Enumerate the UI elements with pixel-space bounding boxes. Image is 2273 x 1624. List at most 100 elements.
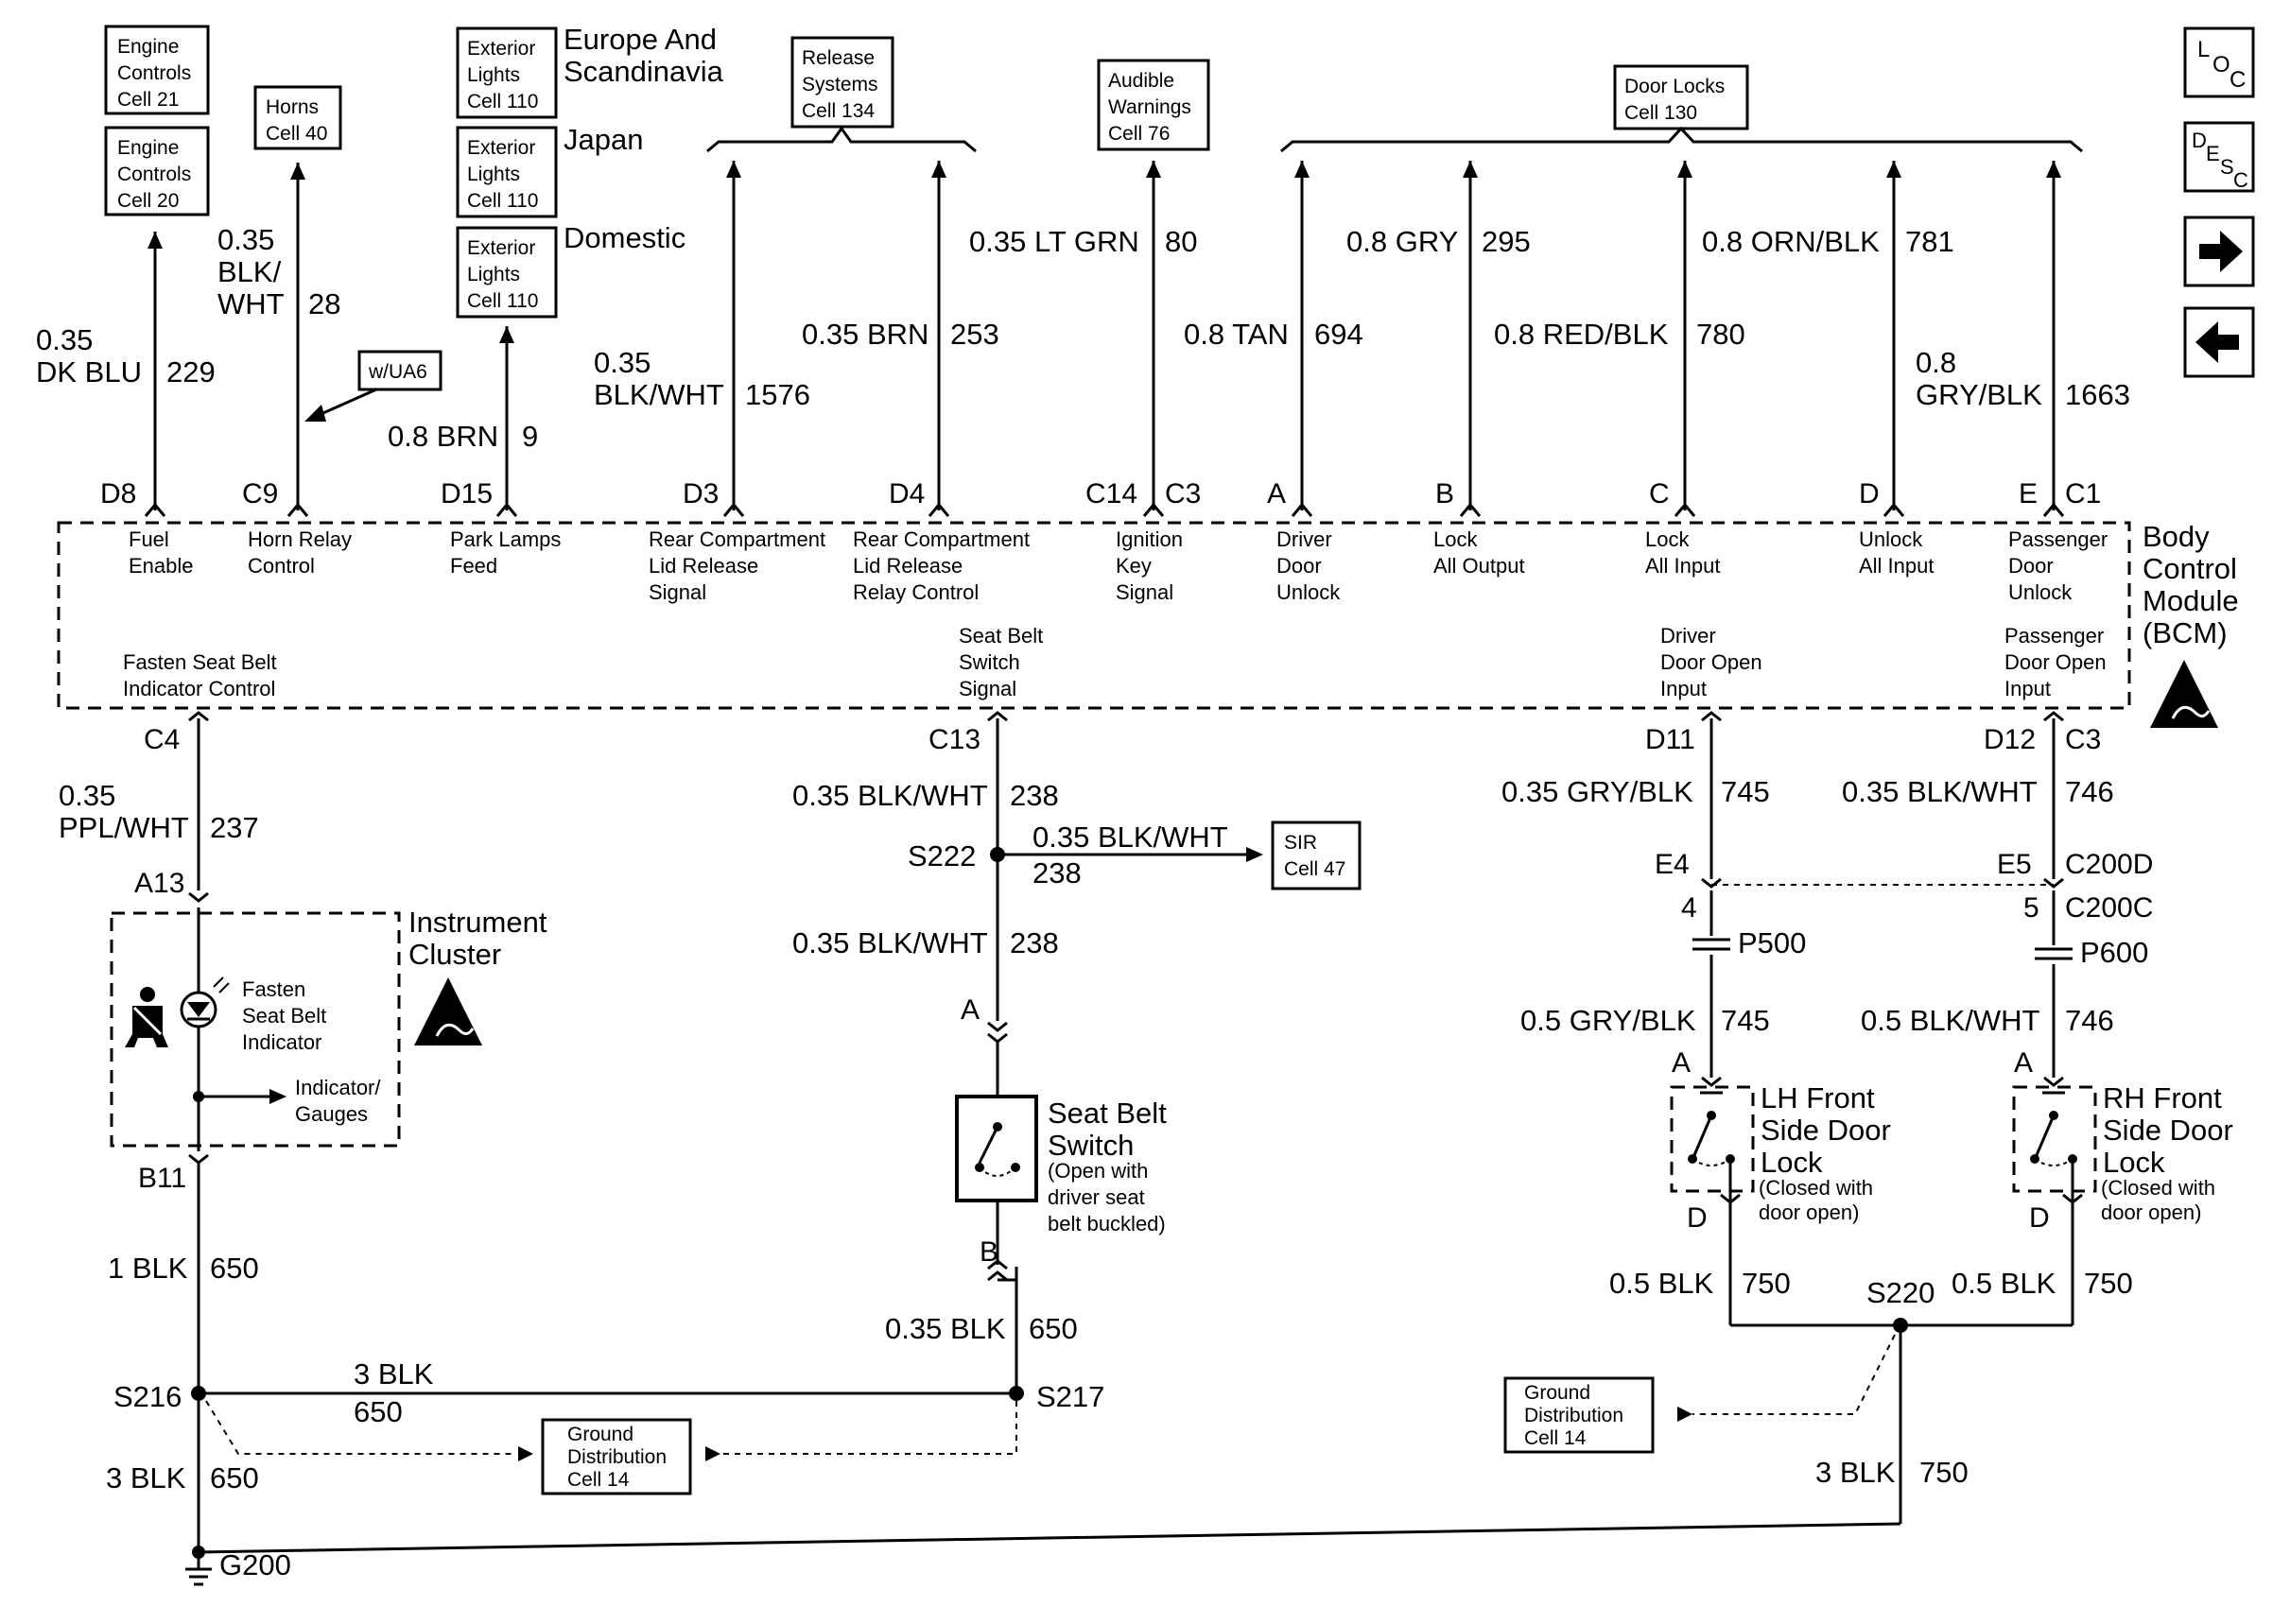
wire-750b-label: 0.5 BLK bbox=[1952, 1267, 2056, 1300]
wire-745b-circuit: 745 bbox=[1721, 1004, 1770, 1037]
horns-cell40-box[interactable]: Horns Cell 40 bbox=[253, 85, 342, 150]
wire-694-label: 0.8 TAN bbox=[1184, 318, 1289, 351]
wire-238a-circuit: 238 bbox=[1010, 779, 1059, 812]
ground-distribution-cell14-left[interactable]: Ground Distribution Cell 14 bbox=[541, 1418, 692, 1495]
svg-text:Unlock: Unlock bbox=[1276, 580, 1341, 604]
svg-text:Cell 40: Cell 40 bbox=[266, 123, 327, 145]
wire-229-size: 0.35 bbox=[36, 323, 93, 356]
door-locks-box[interactable]: Door Locks Cell 130 bbox=[1613, 64, 1749, 130]
svg-text:Key: Key bbox=[1116, 554, 1152, 578]
sir-cell47-box[interactable]: SIR Cell 47 bbox=[1271, 821, 1362, 890]
ground-symbol-icon bbox=[185, 1546, 212, 1586]
ground-distribution-cell14-right[interactable]: Ground Distribution Cell 14 bbox=[1503, 1376, 1655, 1454]
driver-unlock-label: Driver bbox=[1276, 527, 1332, 551]
splice-s220-label: S220 bbox=[1866, 1276, 1935, 1309]
arrow-right-icon bbox=[2199, 231, 2243, 272]
svg-text:S: S bbox=[2220, 155, 2234, 179]
svg-text:Indicator Control: Indicator Control bbox=[123, 677, 275, 700]
location-button[interactable]: L O C bbox=[2183, 26, 2255, 98]
connector-e4: E4 bbox=[1655, 849, 1690, 880]
wire-780-label: 0.8 RED/BLK bbox=[1494, 318, 1669, 351]
p600-label: P600 bbox=[2080, 936, 2148, 969]
svg-text:Warnings: Warnings bbox=[1108, 96, 1191, 118]
region-japan: Japan bbox=[564, 123, 643, 156]
rh-door-lock-switch[interactable] bbox=[2012, 1085, 2097, 1204]
svg-text:Distribution: Distribution bbox=[1524, 1405, 1623, 1426]
svg-text:L: L bbox=[2197, 37, 2210, 62]
wire-1663-circuit: 1663 bbox=[2065, 378, 2130, 411]
audible-warnings-box[interactable]: Audible Warnings Cell 76 bbox=[1097, 59, 1210, 151]
wire-750b-circuit: 750 bbox=[2084, 1267, 2133, 1300]
rh-lock-note-2: door open) bbox=[2101, 1201, 2201, 1224]
lh-door-lock-switch[interactable] bbox=[1670, 1085, 1755, 1204]
ua6-option-label: w/UA6 bbox=[357, 350, 442, 391]
connector-a-seatbelt: A bbox=[961, 994, 980, 1026]
svg-text:D: D bbox=[2192, 129, 2207, 152]
wire-237-color: PPL/WHT bbox=[59, 811, 189, 844]
next-page-button[interactable] bbox=[2183, 216, 2255, 287]
svg-text:Cell 21: Cell 21 bbox=[117, 89, 179, 111]
splice-s216 bbox=[191, 1386, 206, 1401]
lh-lock-note-2: door open) bbox=[1759, 1201, 1859, 1224]
wire-237-circuit: 237 bbox=[210, 811, 259, 844]
release-systems-box[interactable]: Release Systems Cell 134 bbox=[790, 36, 894, 129]
svg-text:All Output: All Output bbox=[1433, 554, 1525, 578]
driver-door-open-label: Driver bbox=[1660, 624, 1716, 648]
svg-text:Door Open: Door Open bbox=[1660, 650, 1762, 674]
pin-c4: C4 bbox=[144, 724, 180, 755]
description-icon: D E S C bbox=[2192, 129, 2248, 192]
previous-page-button[interactable] bbox=[2183, 306, 2255, 378]
pin-d12: D12 bbox=[1984, 724, 2036, 755]
wire-229-circuit: 229 bbox=[166, 355, 216, 389]
pin-d4: D4 bbox=[889, 478, 925, 510]
ignition-key-label: Ignition bbox=[1116, 527, 1183, 551]
wire-650c-circuit: 650 bbox=[210, 1461, 259, 1494]
exterior-lights-japan-box[interactable]: Exterior Lights Cell 110 bbox=[456, 126, 558, 218]
wire-9-label: 0.8 BRN bbox=[388, 420, 498, 453]
rh-lock-title-2: Side Door bbox=[2103, 1114, 2233, 1147]
wire-253-circuit: 253 bbox=[950, 318, 999, 351]
splice-s222 bbox=[990, 847, 1005, 862]
svg-text:E: E bbox=[2206, 142, 2220, 165]
svg-text:Audible: Audible bbox=[1108, 70, 1174, 92]
rear-release-signal-label: Rear Compartment bbox=[649, 527, 825, 551]
wire-295-label: 0.8 GRY bbox=[1346, 225, 1458, 258]
seatbelt-switch-note-3: belt buckled) bbox=[1048, 1212, 1166, 1235]
instrument-cluster-outline[interactable] bbox=[110, 911, 401, 1148]
svg-text:Lights: Lights bbox=[467, 64, 520, 86]
description-button[interactable]: D E S C bbox=[2183, 121, 2255, 193]
pin-b: B bbox=[1435, 478, 1454, 510]
svg-text:Lid Release: Lid Release bbox=[853, 554, 963, 578]
engine-controls-cell21-box[interactable]: Engine Controls Cell 21 bbox=[104, 25, 210, 115]
svg-text:Cell 110: Cell 110 bbox=[467, 91, 539, 112]
wire-750c-circuit: 750 bbox=[1919, 1456, 1969, 1489]
svg-text:Signal: Signal bbox=[649, 580, 706, 604]
pin-d11: D11 bbox=[1645, 724, 1695, 755]
region-scandinavia: Scandinavia bbox=[564, 55, 724, 88]
svg-text:Engine: Engine bbox=[117, 36, 179, 58]
wire-229-color: DK BLU bbox=[36, 355, 142, 389]
wire-745a-label: 0.35 GRY/BLK bbox=[1501, 775, 1693, 808]
wire-1576-color: BLK/WHT bbox=[594, 378, 724, 411]
svg-text:Exterior: Exterior bbox=[467, 137, 535, 159]
indicator-label-line2: Seat Belt bbox=[242, 1004, 326, 1028]
wire-694-circuit: 694 bbox=[1314, 318, 1363, 351]
connector-e5: E5 bbox=[1997, 849, 2032, 880]
ground-g200-label: G200 bbox=[219, 1548, 291, 1581]
svg-text:Controls: Controls bbox=[117, 62, 191, 84]
svg-text:Control: Control bbox=[2143, 552, 2237, 585]
splice-s217-label: S217 bbox=[1036, 1380, 1104, 1413]
wire-80-label: 0.35 LT GRN bbox=[969, 225, 1139, 258]
connector-a13: A13 bbox=[134, 868, 184, 899]
svg-text:O: O bbox=[2212, 52, 2230, 78]
exterior-lights-europe-box[interactable]: Exterior Lights Cell 110 bbox=[456, 26, 558, 119]
wire-746b-circuit: 746 bbox=[2065, 1004, 2114, 1037]
release-bracket bbox=[706, 126, 977, 153]
indicator-label-line3: Indicator bbox=[242, 1030, 321, 1054]
exterior-lights-domestic-box[interactable]: Exterior Lights Cell 110 bbox=[456, 226, 558, 319]
region-europe: Europe And bbox=[564, 23, 717, 56]
svg-text:Horns: Horns bbox=[266, 96, 319, 118]
engine-controls-cell20-box[interactable]: Engine Controls Cell 20 bbox=[104, 126, 210, 216]
seatbelt-switch[interactable] bbox=[955, 1095, 1038, 1202]
bcm-module-outline[interactable] bbox=[57, 521, 2131, 710]
